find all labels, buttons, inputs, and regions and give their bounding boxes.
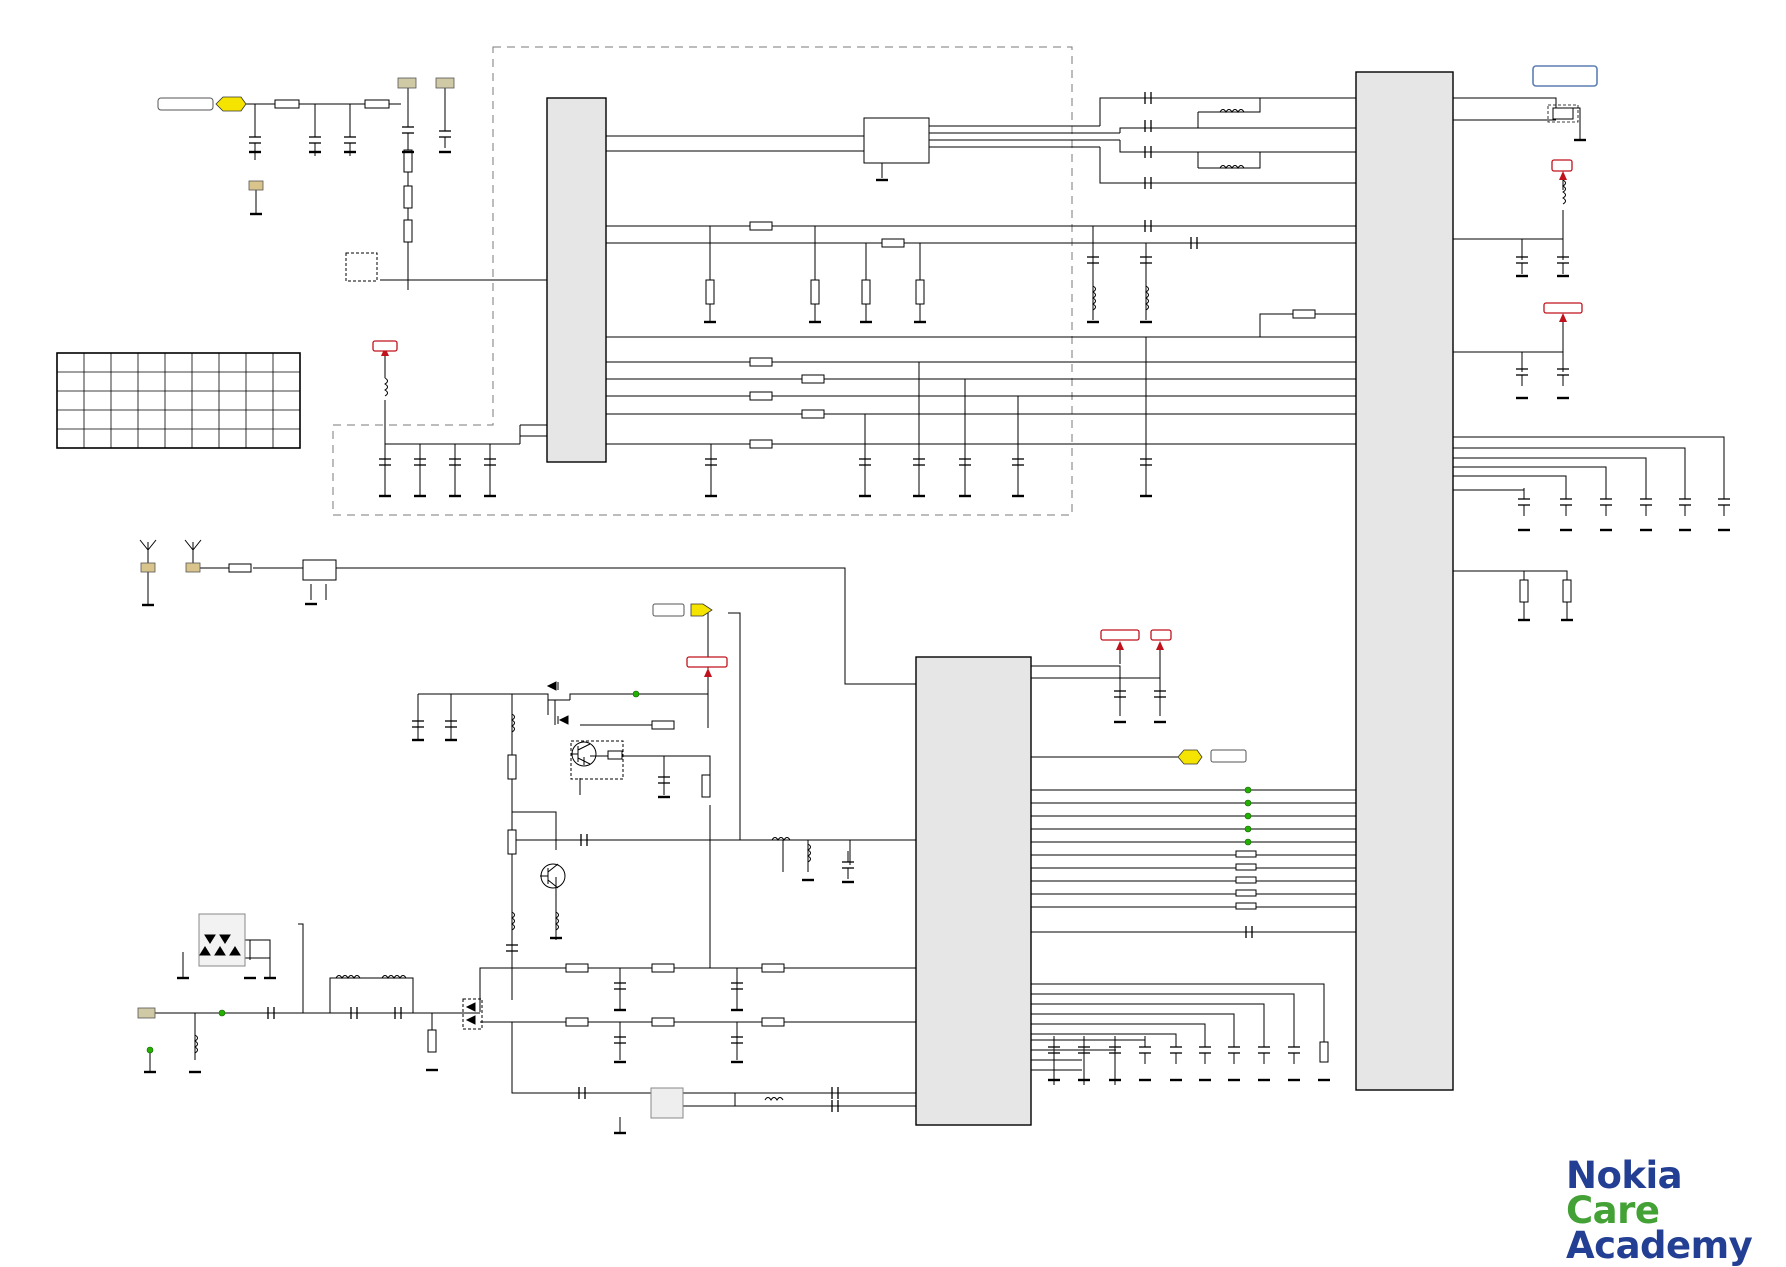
resistor-icon bbox=[1235, 876, 1257, 884]
inductor-icon bbox=[1562, 179, 1566, 205]
resistor-icon bbox=[651, 1017, 675, 1027]
antenna-icon bbox=[139, 539, 202, 558]
resistor-icon bbox=[565, 963, 589, 973]
baseband-ic-right bbox=[1355, 71, 1454, 1091]
resistor-icon bbox=[565, 1017, 589, 1027]
supply-arrow-icon bbox=[704, 668, 712, 677]
supply-arrow-icon bbox=[1156, 641, 1164, 650]
diode-icon bbox=[558, 715, 569, 725]
resistor-icon bbox=[427, 1029, 437, 1053]
crystal-icon bbox=[1552, 107, 1574, 120]
resistors bbox=[228, 99, 1572, 1063]
resistor-icon bbox=[761, 963, 785, 973]
resistor-icon bbox=[651, 963, 675, 973]
resistor-icon bbox=[364, 99, 390, 109]
inductor-icon bbox=[381, 975, 407, 979]
capacitors bbox=[248, 92, 1731, 1112]
resistor-icon bbox=[507, 754, 517, 780]
nokia-care-academy-logo: Nokia Care Academy bbox=[1566, 1157, 1776, 1267]
resistor-icon bbox=[801, 409, 825, 419]
logo-word-academy: Academy bbox=[1566, 1224, 1753, 1267]
resistor-icon bbox=[861, 279, 871, 305]
diode-icon bbox=[214, 946, 226, 956]
resistor-icon bbox=[701, 774, 711, 798]
resistor-icon bbox=[1519, 579, 1529, 603]
connectors bbox=[137, 77, 1579, 1019]
resistor-icon bbox=[761, 1017, 785, 1027]
logo-word-care: Care bbox=[1566, 1189, 1660, 1233]
supply-arrow-icon bbox=[1559, 313, 1567, 322]
resistor-icon bbox=[749, 391, 773, 401]
resistor-icon bbox=[705, 279, 715, 305]
supply-arrow-icon bbox=[1116, 641, 1124, 650]
diode-icon bbox=[465, 1002, 476, 1012]
inductor-icon bbox=[335, 975, 361, 979]
resistor-icon bbox=[749, 357, 773, 367]
resistor-icon bbox=[228, 563, 252, 573]
resistor-icon bbox=[507, 829, 517, 855]
resistor-icon bbox=[274, 99, 300, 109]
connector-icon bbox=[140, 562, 156, 573]
resistor-icon bbox=[749, 439, 773, 449]
inductor-icon bbox=[555, 911, 559, 931]
resistor-icon bbox=[1235, 889, 1257, 897]
inductor-icon bbox=[764, 1097, 784, 1101]
inductors bbox=[194, 109, 1566, 1101]
connector-icon bbox=[248, 180, 264, 191]
connector-icon bbox=[397, 77, 417, 89]
diode-icon bbox=[546, 681, 557, 691]
connector-icon bbox=[435, 77, 455, 89]
resistor-icon bbox=[1292, 309, 1316, 319]
inductor-icon bbox=[511, 911, 515, 931]
inductor-icon bbox=[511, 713, 515, 733]
inductor-icon bbox=[1219, 109, 1245, 113]
diode-icon bbox=[465, 1015, 476, 1025]
diode-icon bbox=[229, 946, 241, 956]
logo-word-nokia: Nokia bbox=[1566, 1154, 1683, 1197]
net-flags bbox=[157, 65, 1598, 765]
resistor-icon bbox=[1235, 863, 1257, 871]
resistor-icon bbox=[1235, 850, 1257, 858]
resistor-icon bbox=[403, 149, 413, 173]
resistor-icon bbox=[1235, 902, 1257, 910]
resistor-icon bbox=[801, 374, 825, 384]
diode-icon bbox=[219, 934, 231, 944]
net-flag-icon bbox=[690, 603, 713, 617]
resistor-icon bbox=[1319, 1041, 1329, 1063]
diodes bbox=[199, 681, 569, 1025]
resistor-icon bbox=[881, 238, 905, 248]
small-blocks bbox=[198, 252, 684, 1119]
connector-icon bbox=[137, 1007, 156, 1019]
rf-module-top bbox=[863, 117, 930, 164]
diode-icon bbox=[199, 946, 211, 956]
resistor-icon bbox=[915, 279, 925, 305]
resistor-icon bbox=[651, 720, 675, 730]
supply-arrow-icon bbox=[1559, 171, 1567, 180]
inductor-icon bbox=[194, 1034, 198, 1054]
transistors bbox=[540, 741, 597, 889]
supply-nets bbox=[372, 159, 1583, 690]
inductor-icon bbox=[1219, 165, 1245, 169]
diode-icon bbox=[204, 934, 216, 944]
rf-ic-left bbox=[546, 97, 607, 463]
inductor-icon bbox=[384, 377, 388, 397]
test-points bbox=[146, 690, 1252, 1054]
resistor-icon bbox=[749, 221, 773, 231]
inductor-icon bbox=[771, 837, 791, 841]
inductor-icon bbox=[807, 843, 811, 863]
inductor-icon bbox=[1092, 285, 1096, 311]
resistor-icon bbox=[810, 279, 820, 305]
connector-icon bbox=[185, 562, 201, 573]
resistor-icon bbox=[403, 219, 413, 243]
baseband-ic-center bbox=[915, 656, 1032, 1126]
net-flag-icon bbox=[1177, 749, 1203, 765]
inductor-icon bbox=[1145, 285, 1149, 311]
net-flag-icon bbox=[215, 96, 247, 112]
shield-frame bbox=[332, 46, 1073, 516]
resistor-icon bbox=[1562, 579, 1572, 603]
resistor-icon bbox=[403, 185, 413, 209]
pin-table bbox=[56, 352, 301, 449]
resistor-icon bbox=[607, 750, 623, 760]
